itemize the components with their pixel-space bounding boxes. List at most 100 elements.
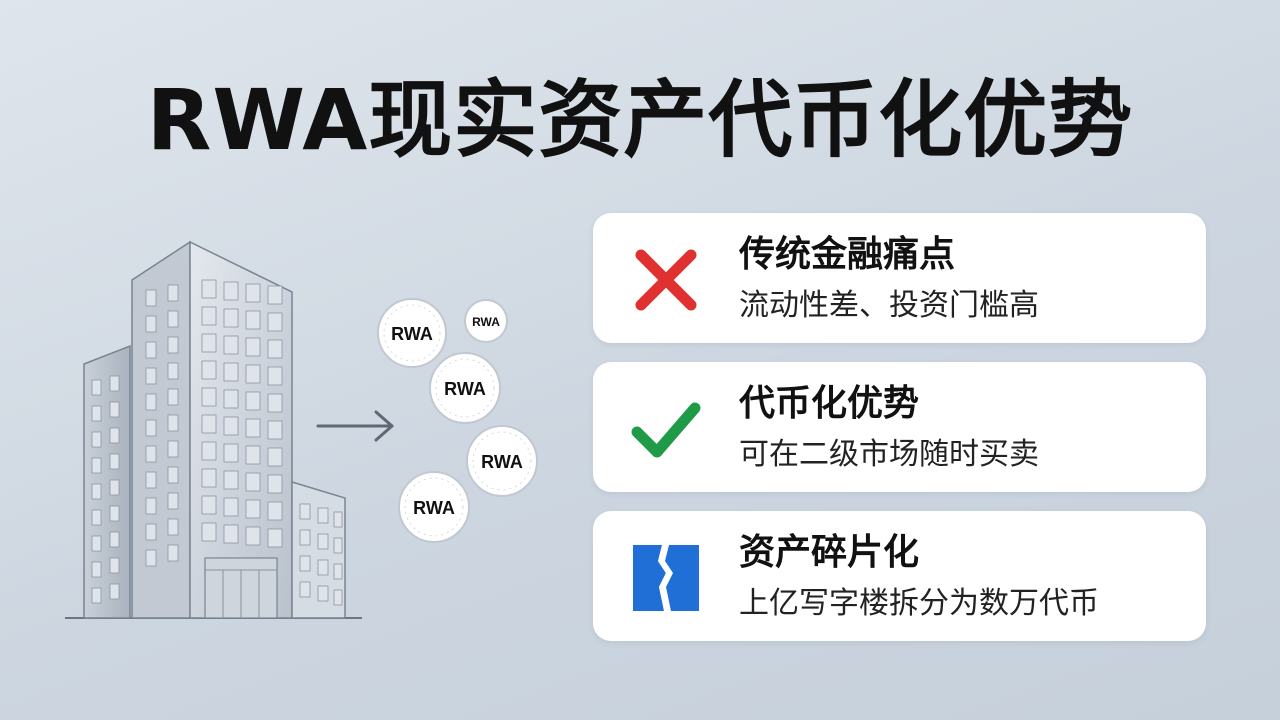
building-window: [91, 587, 102, 604]
building-window: [223, 335, 239, 355]
building-window: [267, 393, 283, 413]
building-window: [145, 419, 157, 437]
building-window: [91, 483, 102, 500]
building-window: [167, 310, 179, 328]
building-window: [317, 507, 329, 524]
building-window: [167, 440, 179, 458]
building-window: [245, 499, 261, 519]
building-window: [91, 379, 102, 396]
building-window: [267, 339, 283, 359]
building-window: [299, 503, 311, 520]
building-window: [167, 544, 179, 562]
building-window: [317, 533, 329, 550]
building-window: [267, 528, 283, 548]
building-window: [267, 285, 283, 305]
building-window: [201, 414, 217, 434]
building-window: [109, 505, 120, 522]
building-window: [299, 581, 311, 598]
building-window: [333, 589, 343, 606]
arrow-right-icon: [316, 410, 394, 442]
token-label: RWA: [391, 324, 433, 344]
building-window: [333, 563, 343, 580]
building-window: [267, 474, 283, 494]
building-window: [267, 312, 283, 332]
building-window: [109, 479, 120, 496]
building-window: [91, 561, 102, 578]
building-window: [145, 315, 157, 333]
building-window: [109, 427, 120, 444]
rwa-token: RWA: [466, 425, 538, 497]
building-window: [223, 362, 239, 382]
page-title: RWA现实资产代币化优势: [146, 71, 1134, 169]
card-heading: 代币化优势: [739, 383, 920, 424]
building-window: [245, 364, 261, 384]
card-pain-points: 传统金融痛点 流动性差、投资门槛高: [593, 213, 1206, 343]
building-window: [145, 341, 157, 359]
building-window: [91, 457, 102, 474]
cross-icon: [635, 249, 697, 311]
building-window: [201, 387, 217, 407]
building-window: [223, 497, 239, 517]
building-window: [267, 366, 283, 386]
building-window: [201, 441, 217, 461]
building-window: [317, 559, 329, 576]
building-window: [91, 535, 102, 552]
building-window: [223, 443, 239, 463]
token-label: RWA: [472, 315, 500, 329]
building-window: [201, 333, 217, 353]
building-window: [145, 393, 157, 411]
building-window: [109, 375, 120, 392]
building-window: [223, 470, 239, 490]
building-window: [267, 501, 283, 521]
card-heading: 资产碎片化: [739, 532, 920, 573]
building-window: [223, 308, 239, 328]
building-window: [109, 583, 120, 600]
check-icon: [631, 402, 701, 458]
building-window: [201, 279, 217, 299]
rwa-token: RWA: [398, 471, 470, 543]
token-label: RWA: [413, 498, 455, 518]
building-window: [201, 522, 217, 542]
building-window: [223, 281, 239, 301]
building-window: [167, 362, 179, 380]
building-window: [145, 497, 157, 515]
building-window: [167, 336, 179, 354]
building-window: [109, 557, 120, 574]
building-window: [333, 511, 343, 528]
building-window: [245, 418, 261, 438]
building-window: [145, 549, 157, 567]
building-window: [223, 416, 239, 436]
building-window: [245, 526, 261, 546]
card-fractionalization: 资产碎片化 上亿写字楼拆分为数万代币: [593, 511, 1206, 641]
building-window: [145, 445, 157, 463]
building-window: [91, 431, 102, 448]
building-window: [201, 468, 217, 488]
building-window: [299, 529, 311, 546]
card-token-advantage: 代币化优势 可在二级市场随时买卖: [593, 362, 1206, 492]
building-window: [245, 391, 261, 411]
building-window: [267, 447, 283, 467]
building-window: [91, 509, 102, 526]
card-heading: 传统金融痛点: [739, 234, 956, 275]
building-window: [167, 492, 179, 510]
building-window: [333, 537, 343, 554]
rwa-token: RWA: [429, 352, 501, 424]
building-window: [167, 518, 179, 536]
building-window: [201, 495, 217, 515]
building-window: [145, 471, 157, 489]
card-description: 流动性差、投资门槛高: [739, 288, 1039, 323]
building-window: [245, 337, 261, 357]
building-window: [317, 585, 329, 602]
building-window: [245, 283, 261, 303]
card-description: 可在二级市场随时买卖: [739, 437, 1039, 472]
rwa-token: RWA: [464, 299, 508, 343]
building-window: [245, 445, 261, 465]
office-building-icon: [65, 240, 362, 619]
building-window: [201, 360, 217, 380]
building-window: [109, 531, 120, 548]
building-window: [167, 414, 179, 432]
building-window: [267, 420, 283, 440]
building-window: [245, 472, 261, 492]
building-window: [109, 453, 120, 470]
tokenization-illustration: RWA RWA RWA RWA RWA: [65, 240, 538, 619]
